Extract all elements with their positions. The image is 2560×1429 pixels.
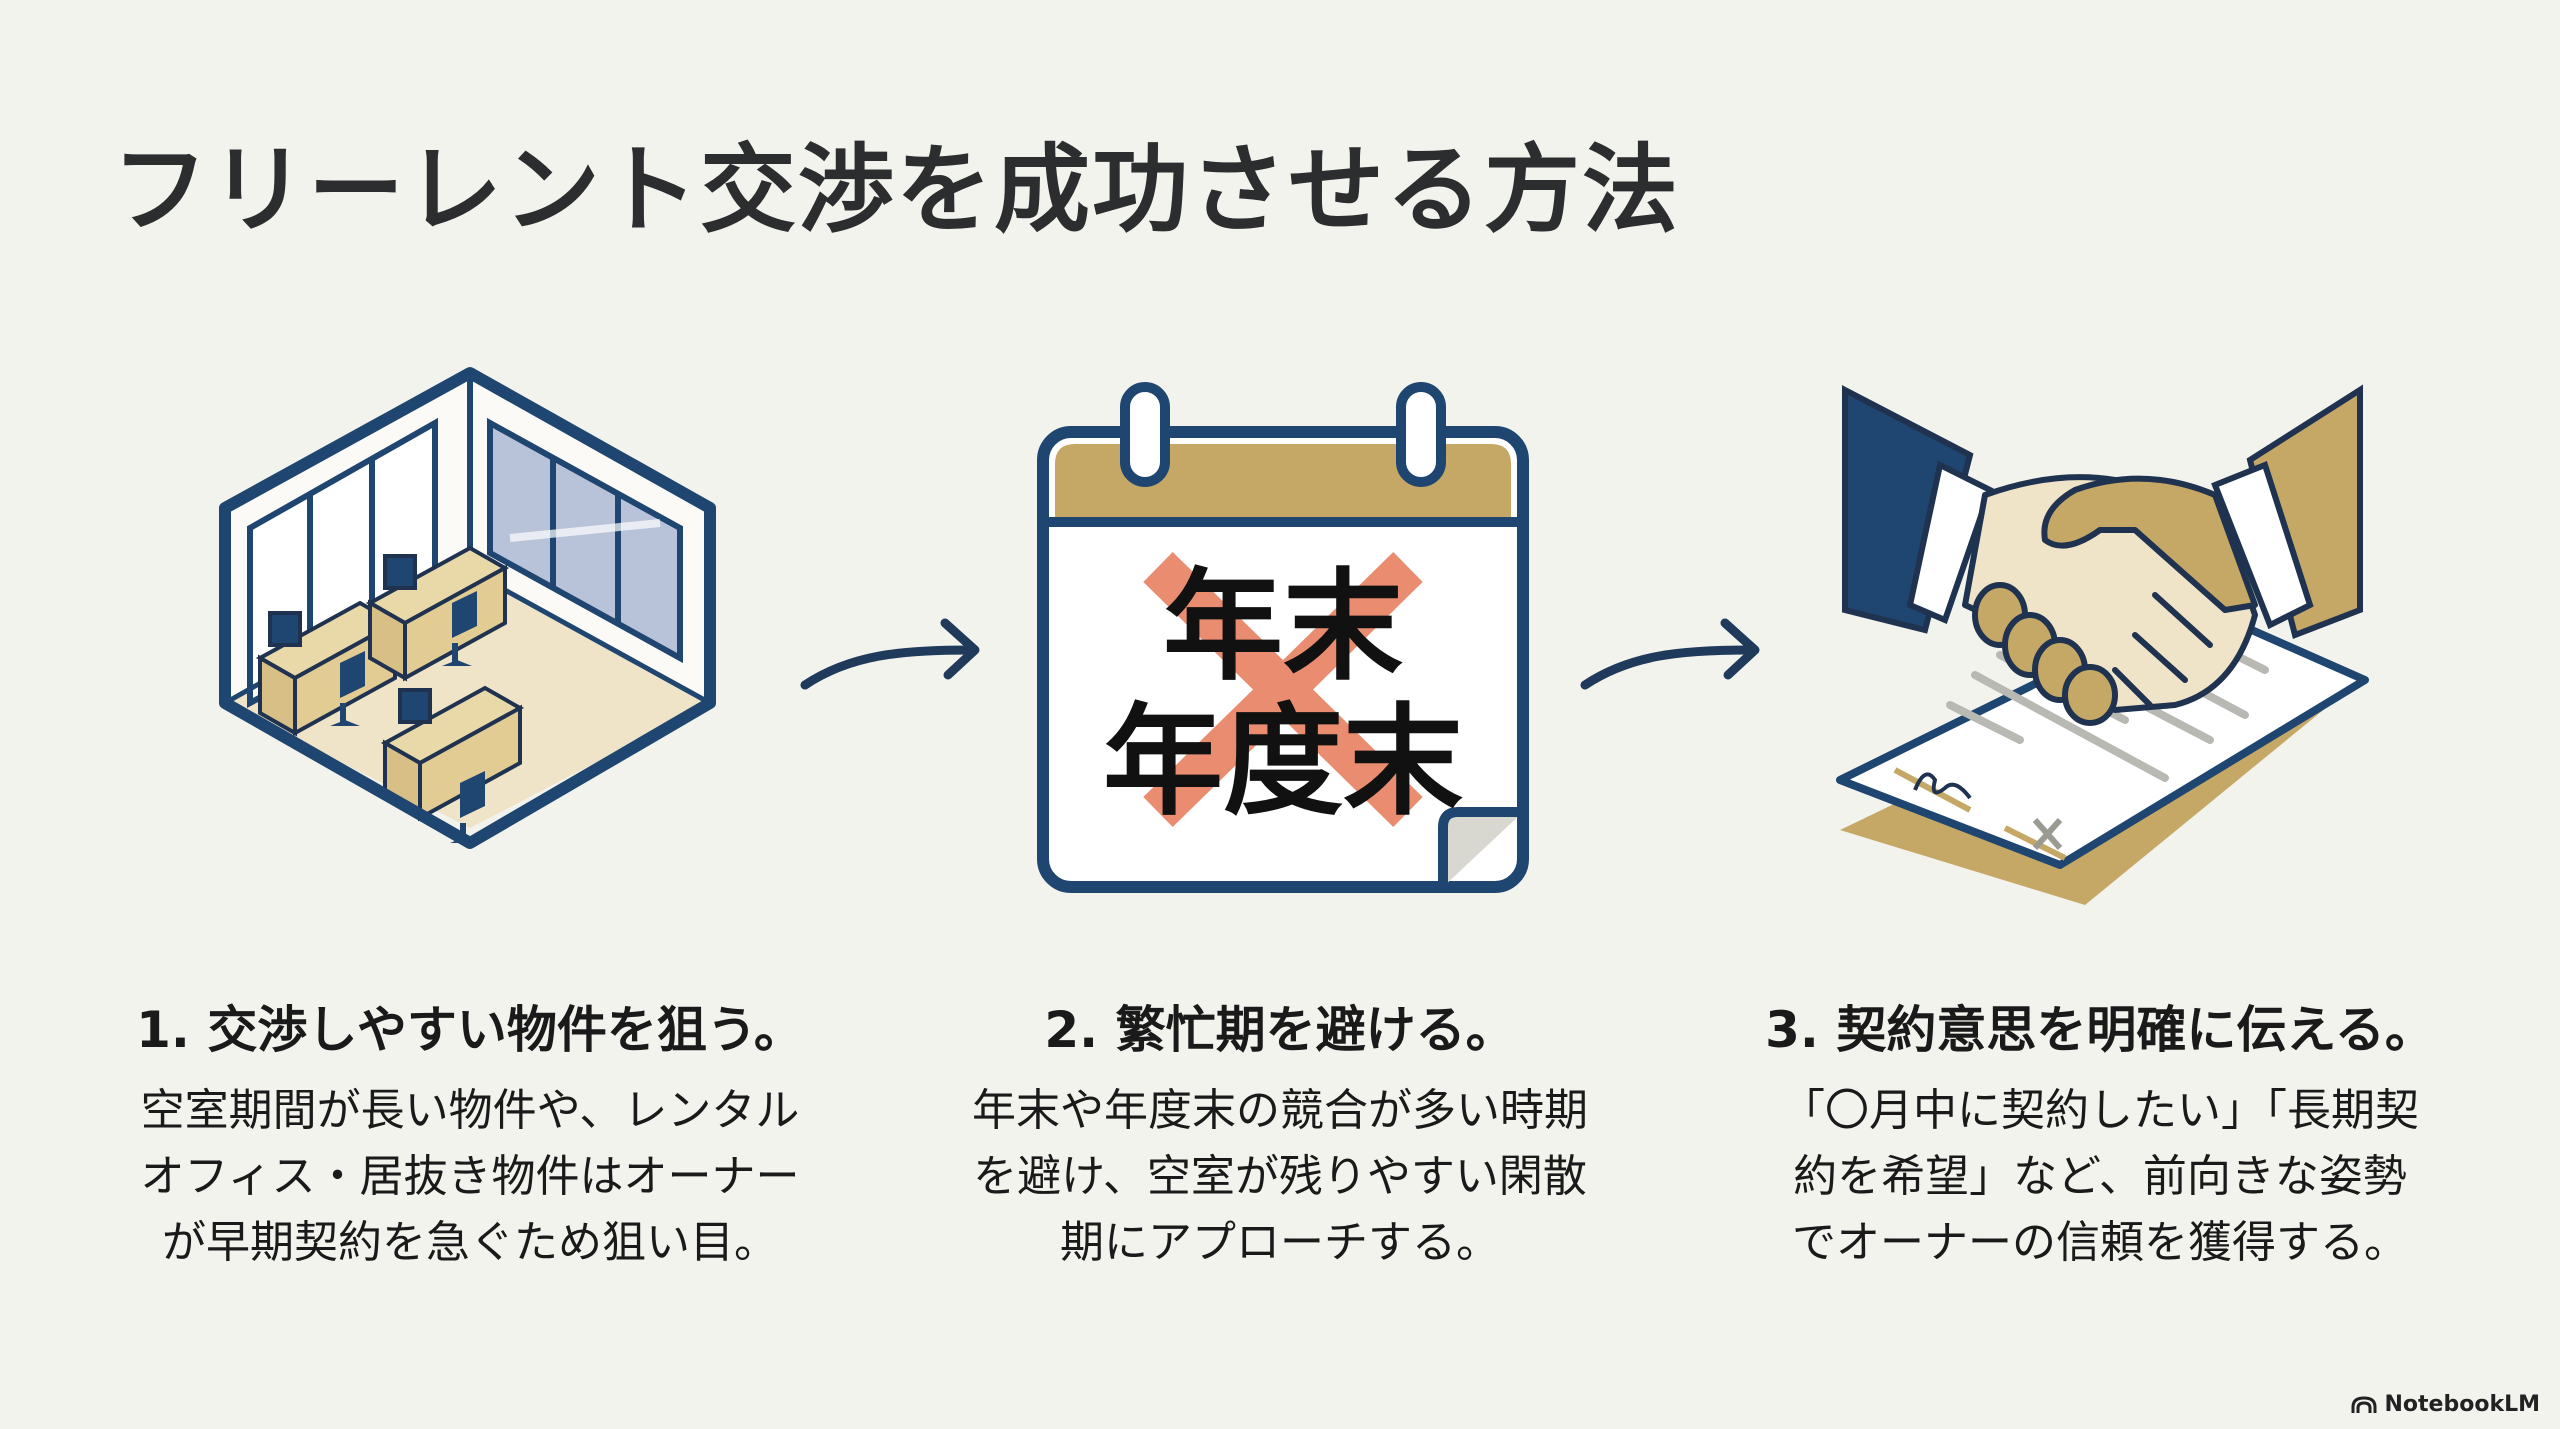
step-description-line: 年末や年度末の競合が多い時期 [972,1085,1588,1136]
calendar-text-fiscal-year-end: 年度末 [1103,693,1463,832]
calendar-icon [1037,382,1529,893]
step-heading: 2. 繁忙期を避ける。 [1044,1001,1516,1059]
notebooklm-logo-icon [2351,1395,2377,1413]
notebooklm-brand: NotebookLM [2351,1392,2540,1417]
step-description: 「〇月中に契約したい」「長期契 約を希望」など、前向きな姿勢 でオーナーの信頼を… [1730,1078,2470,1276]
step-description: 空室期間が長い物件や、レンタル オフィス・居抜き物件はオーナー が早期契約を急ぐ… [110,1078,830,1276]
step-description-line: 空室期間が長い物件や、レンタル [140,1085,800,1136]
step-3: 3. 契約意思を明確に伝える。 「〇月中に契約したい」「長期契 約を希望」など、… [1730,1000,2470,1276]
handshake-contract-icon [1836,384,2369,905]
step-description: 年末や年度末の競合が多い時期 を避け、空室が残りやすい閑散 期にアプローチする。 [930,1078,1630,1276]
step-description-line: を避け、空室が残りやすい閑散 [973,1151,1587,1202]
step-description-line: 期にアプローチする。 [1060,1217,1500,1268]
calendar-text-year-end: 年末 [1163,558,1403,697]
office-room-icon [219,367,716,849]
arrow-right-icon [1580,618,1760,690]
arrow-right-icon [800,618,980,690]
step-description-line: でオーナーの信頼を獲得する。 [1792,1217,2408,1268]
step-heading: 3. 契約意思を明確に伝える。 [1765,1001,2435,1059]
page-title: フリーレント交渉を成功させる方法 [112,134,1680,246]
step-1: 1. 交渉しやすい物件を狙う。 空室期間が長い物件や、レンタル オフィス・居抜き… [110,1000,830,1276]
step-description-line: が早期契約を急ぐため狙い目。 [162,1217,778,1268]
step-description-line: オフィス・居抜き物件はオーナー [140,1151,800,1202]
brand-name: NotebookLM [2384,1392,2540,1417]
step-heading: 1. 交渉しやすい物件を狙う。 [136,1001,804,1059]
step-description-line: 「〇月中に契約したい」「長期契 [1781,1085,2419,1136]
step-description-line: 約を希望」など、前向きな姿勢 [1793,1151,2407,1202]
step-2: 2. 繁忙期を避ける。 年末や年度末の競合が多い時期 を避け、空室が残りやすい閑… [930,1000,1630,1276]
